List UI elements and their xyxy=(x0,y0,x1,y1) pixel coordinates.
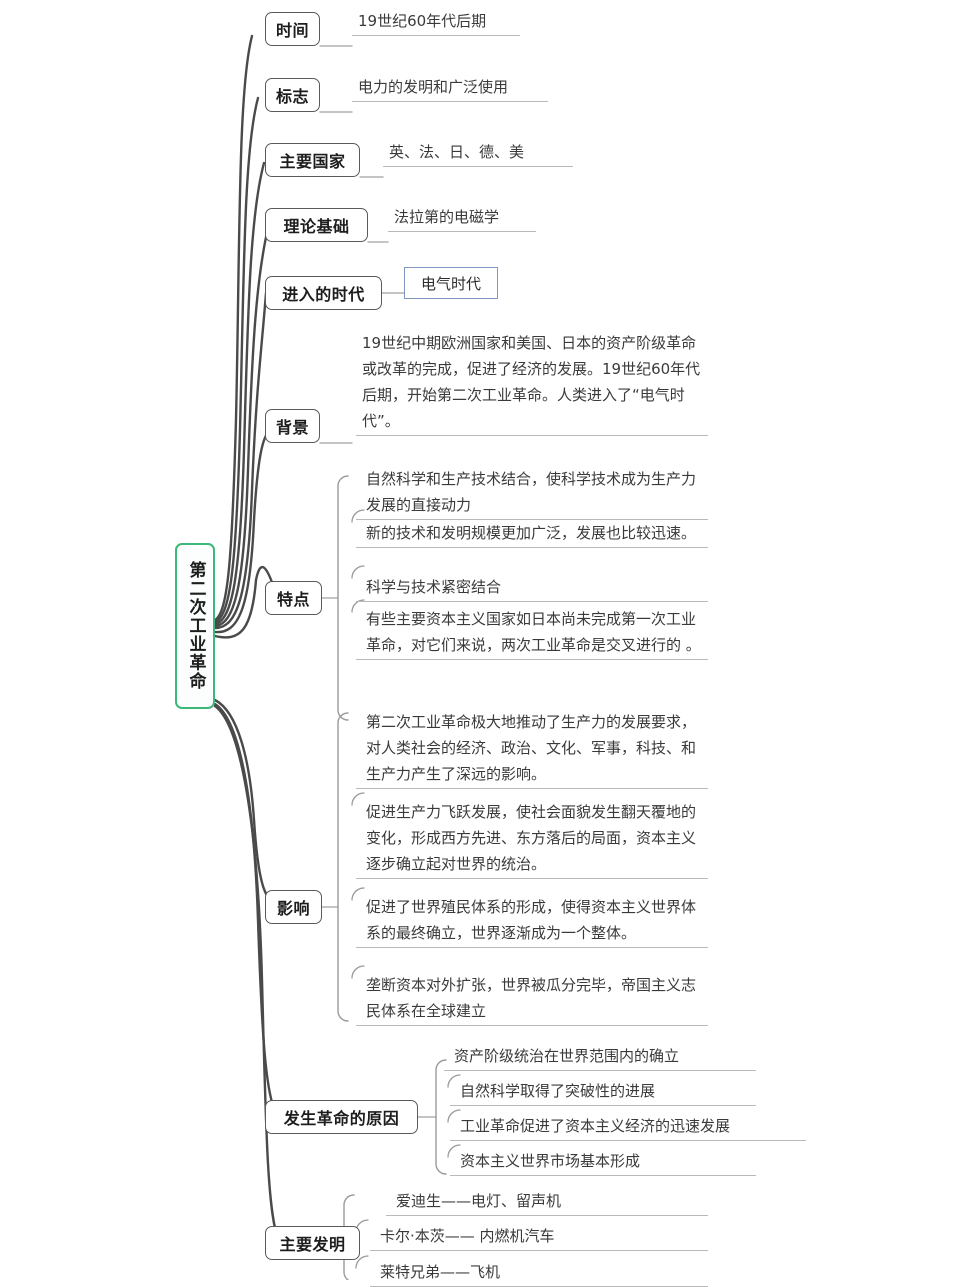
branch-label-mark[interactable]: 标志 xyxy=(265,78,320,112)
leaf-causes-2[interactable]: 自然科学取得了突破性的进展 xyxy=(450,1078,756,1106)
leaf-impact-1[interactable]: 第二次工业革命极大地推动了生产力的发展要求，对人类社会的经济、政治、文化、军事，… xyxy=(356,709,708,789)
leaf-background-1[interactable]: 19世纪中期欧洲国家和美国、日本的资产阶级革命或改革的完成，促进了经济的发展。1… xyxy=(356,330,708,436)
leaf-causes-3[interactable]: 工业革命促进了资本主义经济的迅速发展 xyxy=(450,1113,806,1141)
leaf-inventions-3[interactable]: 莱特兄弟——飞机 xyxy=(370,1259,708,1287)
branch-label-background[interactable]: 背景 xyxy=(265,409,320,443)
branch-label-main-countries[interactable]: 主要国家 xyxy=(265,143,360,177)
leaf-inventions-2[interactable]: 卡尔·本茨—— 内燃机汽车 xyxy=(370,1223,708,1251)
root-label: 第二次工业革命 xyxy=(185,561,206,691)
leaf-era-1[interactable]: 电气时代 xyxy=(404,267,498,299)
leaf-countries-1[interactable]: 英、法、日、德、美 xyxy=(383,139,573,167)
leaf-impact-3[interactable]: 促进了世界殖民体系的形成，使得资本主义世界体系的最终确立，世界逐渐成为一个整体。 xyxy=(356,894,708,948)
branch-label-causes[interactable]: 发生革命的原因 xyxy=(265,1100,418,1134)
leaf-impact-4[interactable]: 垄断资本对外扩张，世界被瓜分完毕，帝国主义志民体系在全球建立 xyxy=(356,972,708,1026)
branch-label-inventions[interactable]: 主要发明 xyxy=(265,1226,360,1260)
branch-label-era-entered[interactable]: 进入的时代 xyxy=(265,276,382,310)
leaf-features-4[interactable]: 有些主要资本主义国家如日本尚未完成第一次工业革命，对它们来说，两次工业革命是交叉… xyxy=(356,606,708,660)
branch-label-theory-basis[interactable]: 理论基础 xyxy=(265,208,368,242)
leaf-time-1[interactable]: 19世纪60年代后期 xyxy=(352,8,520,36)
leaf-features-3[interactable]: 科学与技术紧密结合 xyxy=(356,574,708,602)
leaf-causes-1[interactable]: 资产阶级统治在世界范围内的确立 xyxy=(444,1043,756,1071)
leaf-mark-1[interactable]: 电力的发明和广泛使用 xyxy=(352,74,548,102)
branch-label-impact[interactable]: 影响 xyxy=(265,890,322,924)
leaf-impact-2[interactable]: 促进生产力飞跃发展，使社会面貌发生翻天覆地的变化，形成西方先进、东方落后的局面，… xyxy=(356,799,708,879)
leaf-features-1[interactable]: 自然科学和生产技术结合，使科学技术成为生产力发展的直接动力 xyxy=(356,466,708,520)
leaf-inventions-1[interactable]: 爱迪生——电灯、留声机 xyxy=(386,1188,708,1216)
leaf-theory-1[interactable]: 法拉第的电磁学 xyxy=(388,204,536,232)
leaf-features-2[interactable]: 新的技术和发明规模更加广泛，发展也比较迅速。 xyxy=(356,520,708,548)
root-node[interactable]: 第二次工业革命 xyxy=(175,543,215,709)
branch-label-features[interactable]: 特点 xyxy=(265,581,322,615)
branch-label-time[interactable]: 时间 xyxy=(265,12,320,46)
leaf-causes-4[interactable]: 资本主义世界市场基本形成 xyxy=(450,1148,756,1176)
